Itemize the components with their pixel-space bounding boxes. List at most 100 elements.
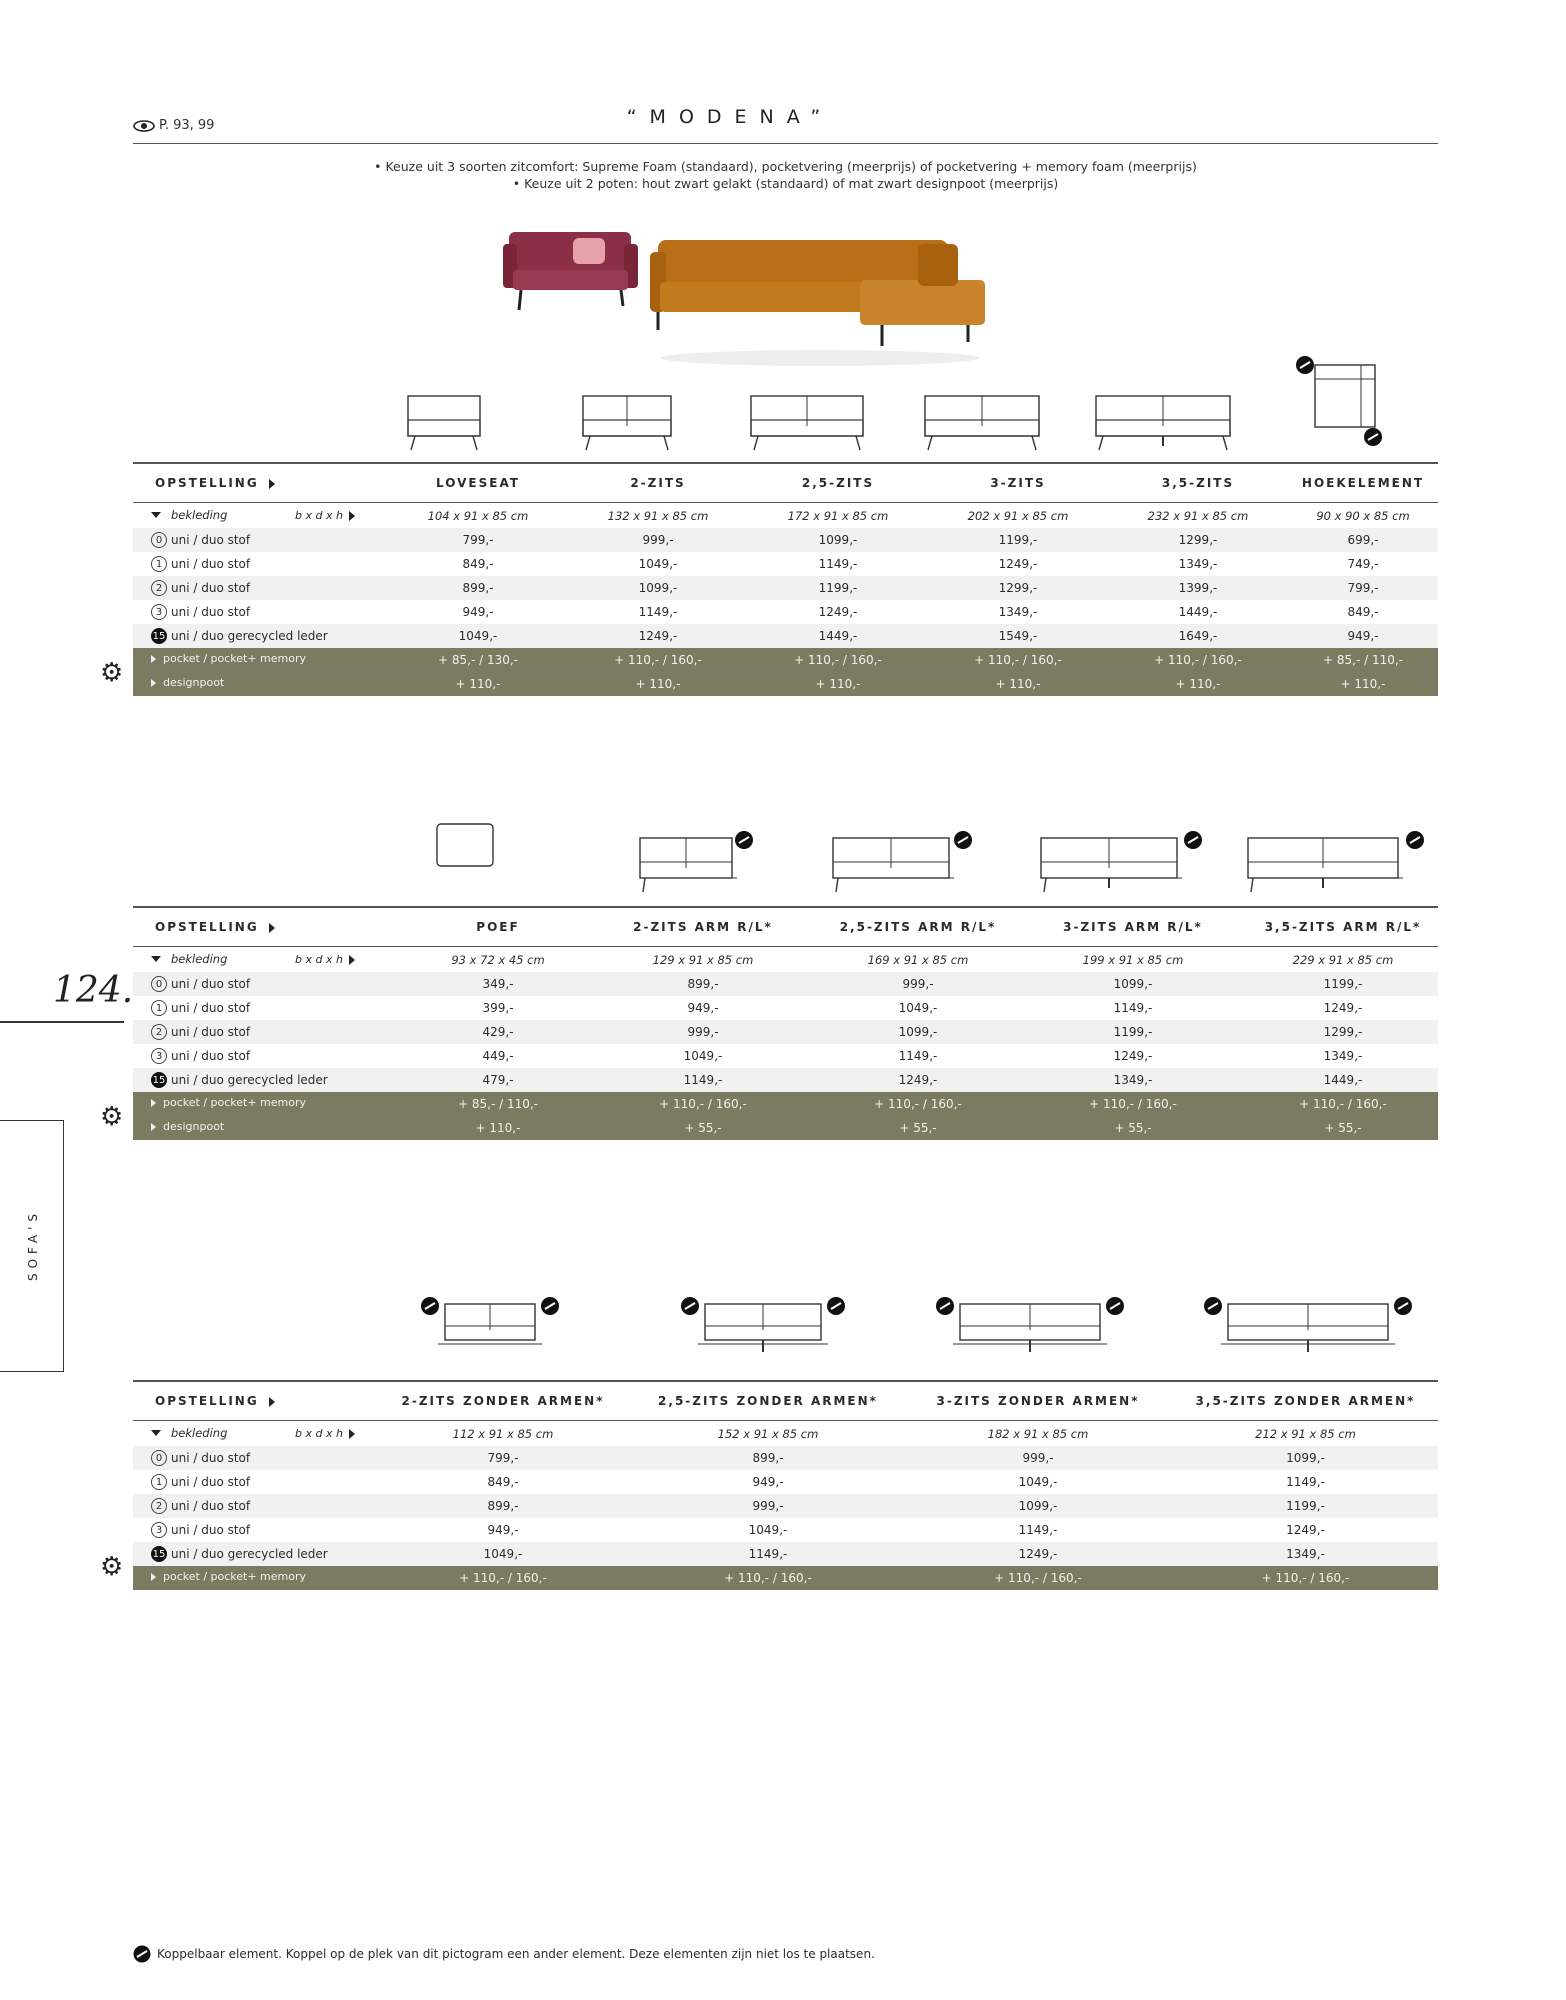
column-header: 3-ZITS (990, 476, 1046, 490)
note-line: • Keuze uit 2 poten: hout zwart gelakt (… (512, 176, 1059, 191)
eye-icon (133, 119, 155, 132)
price-cell: 849,- (1347, 605, 1379, 619)
fabric-category-badge: 0 (151, 532, 167, 548)
section-label: SOFA'S (26, 1209, 40, 1281)
fabric-label: uni / duo stof (171, 557, 251, 571)
price-cell: 749,- (1347, 557, 1379, 571)
option-cell: + 110,- (635, 677, 681, 691)
column-header: 2,5-ZITS (801, 476, 875, 490)
price-cell: 1199,- (1113, 1025, 1153, 1039)
fabric-category-badge: 2 (151, 580, 167, 596)
column-header: 2,5-ZITS ZONDER ARMEN* (658, 1394, 878, 1408)
column-header: 2,5-ZITS ARM R/L* (839, 920, 997, 934)
row-label: designpoot (151, 676, 224, 689)
option-cell: + 110,- (1340, 677, 1386, 691)
option-cell: + 110,- / 160,- (994, 1571, 1082, 1585)
price-cell: 1349,- (1323, 1049, 1363, 1063)
three-seat-icon (924, 395, 1040, 451)
fabric-category-badge: 1 (151, 1000, 167, 1016)
price-cell: 1349,- (1286, 1547, 1325, 1561)
option-cell: + 110,- / 160,- (794, 653, 882, 667)
price-cell: 429,- (482, 1025, 514, 1039)
price-cell: 449,- (482, 1049, 514, 1063)
corner-element-icon (1296, 356, 1382, 446)
header-rule (133, 143, 1438, 144)
note-line: • Keuze uit 3 soorten zitcomfort: Suprem… (374, 159, 1197, 174)
row-label: bekleding (151, 508, 227, 522)
dimension-cell: 199 x 91 x 85 cm (1082, 953, 1184, 967)
page-number-rule (0, 1021, 124, 1023)
column-header: 3,5-ZITS (1161, 476, 1235, 490)
price-cell: 799,- (462, 533, 494, 547)
option-cell: + 110,- / 160,- (659, 1097, 747, 1111)
price-cell: 1299,- (998, 581, 1038, 595)
price-cell: 999,- (687, 1025, 719, 1039)
price-cell: 1249,- (998, 557, 1038, 571)
row-label: pocket / pocket+ memory (151, 1570, 306, 1583)
two-half-seat-armless-icon (681, 1297, 845, 1352)
row-label: bekleding (151, 952, 227, 966)
price-cell: 1099,- (818, 533, 858, 547)
price-cell: 949,- (687, 1001, 719, 1015)
designpoot-row: designpoot + 110,- + 110,- + 110,- + 110… (133, 672, 1438, 696)
price-cell: 1449,- (818, 629, 858, 643)
dims-label: b x d x h (295, 953, 355, 966)
price-cell: 1099,- (1018, 1499, 1058, 1513)
price-cell: 1249,- (818, 605, 858, 619)
fabric-category-badge: 15 (151, 628, 167, 644)
table-header: OPSTELLING 2-ZITS ZONDER ARMEN* 2,5-ZITS… (133, 1380, 1438, 1421)
fabric-label: uni / duo stof (171, 1499, 251, 1513)
row-label: bekleding (151, 1426, 227, 1440)
fabric-category-badge: 3 (151, 1522, 167, 1538)
dims-label: b x d x h (295, 509, 355, 522)
two-seat-armless-icon (421, 1297, 559, 1345)
dimensions-row: bekleding b x d x h 104 x 91 x 85 cm 132… (133, 504, 1438, 528)
page-reference: P. 93, 99 (133, 118, 214, 133)
link-icon (133, 1945, 151, 1963)
dimension-cell: 152 x 91 x 85 cm (717, 1427, 819, 1441)
column-header: 3-ZITS ARM R/L* (1063, 920, 1203, 934)
fabric-category-badge: 2 (151, 1024, 167, 1040)
option-cell: + 110,- / 160,- (1299, 1097, 1387, 1111)
corner-sofa-photo (650, 240, 985, 366)
option-cell: + 85,- / 110,- (457, 1097, 538, 1111)
product-notes: • Keuze uit 3 soorten zitcomfort: Suprem… (133, 158, 1438, 192)
price-cell: 1149,- (1286, 1475, 1325, 1489)
option-cell: + 85,- / 130,- (437, 653, 518, 667)
row-label: pocket / pocket+ memory (151, 652, 306, 665)
dimension-cell: 104 x 91 x 85 cm (427, 509, 529, 523)
price-cell: 899,- (462, 581, 494, 595)
price-cell: 1249,- (1113, 1049, 1153, 1063)
option-cell: + 110,- (1175, 677, 1221, 691)
price-cell: 799,- (487, 1451, 519, 1465)
two-half-seat-icon (750, 395, 864, 451)
column-header: 2-ZITS ARM R/L* (633, 920, 773, 934)
price-cell: 1149,- (748, 1547, 788, 1561)
price-cell: 1049,- (638, 557, 678, 571)
dimensions-row: bekleding b x d x h 112 x 91 x 85 cm 152… (133, 1422, 1438, 1446)
fabric-label: uni / duo gerecycled leder (171, 1073, 328, 1087)
dimension-cell: 132 x 91 x 85 cm (607, 509, 709, 523)
price-cell: 899,- (752, 1451, 784, 1465)
two-half-seat-arm-icon (832, 831, 972, 893)
price-cell: 1199,- (1286, 1499, 1325, 1513)
three-half-seat-arm-icon (1247, 831, 1424, 893)
price-cell: 1199,- (998, 533, 1038, 547)
pocket-row: pocket / pocket+ memory + 110,- / 160,- … (133, 1566, 1438, 1590)
price-cell: 1449,- (1178, 605, 1218, 619)
column-header: 2-ZITS (630, 476, 686, 490)
dimension-cell: 112 x 91 x 85 cm (452, 1427, 554, 1441)
option-cell: + 110,- / 160,- (1261, 1571, 1350, 1585)
